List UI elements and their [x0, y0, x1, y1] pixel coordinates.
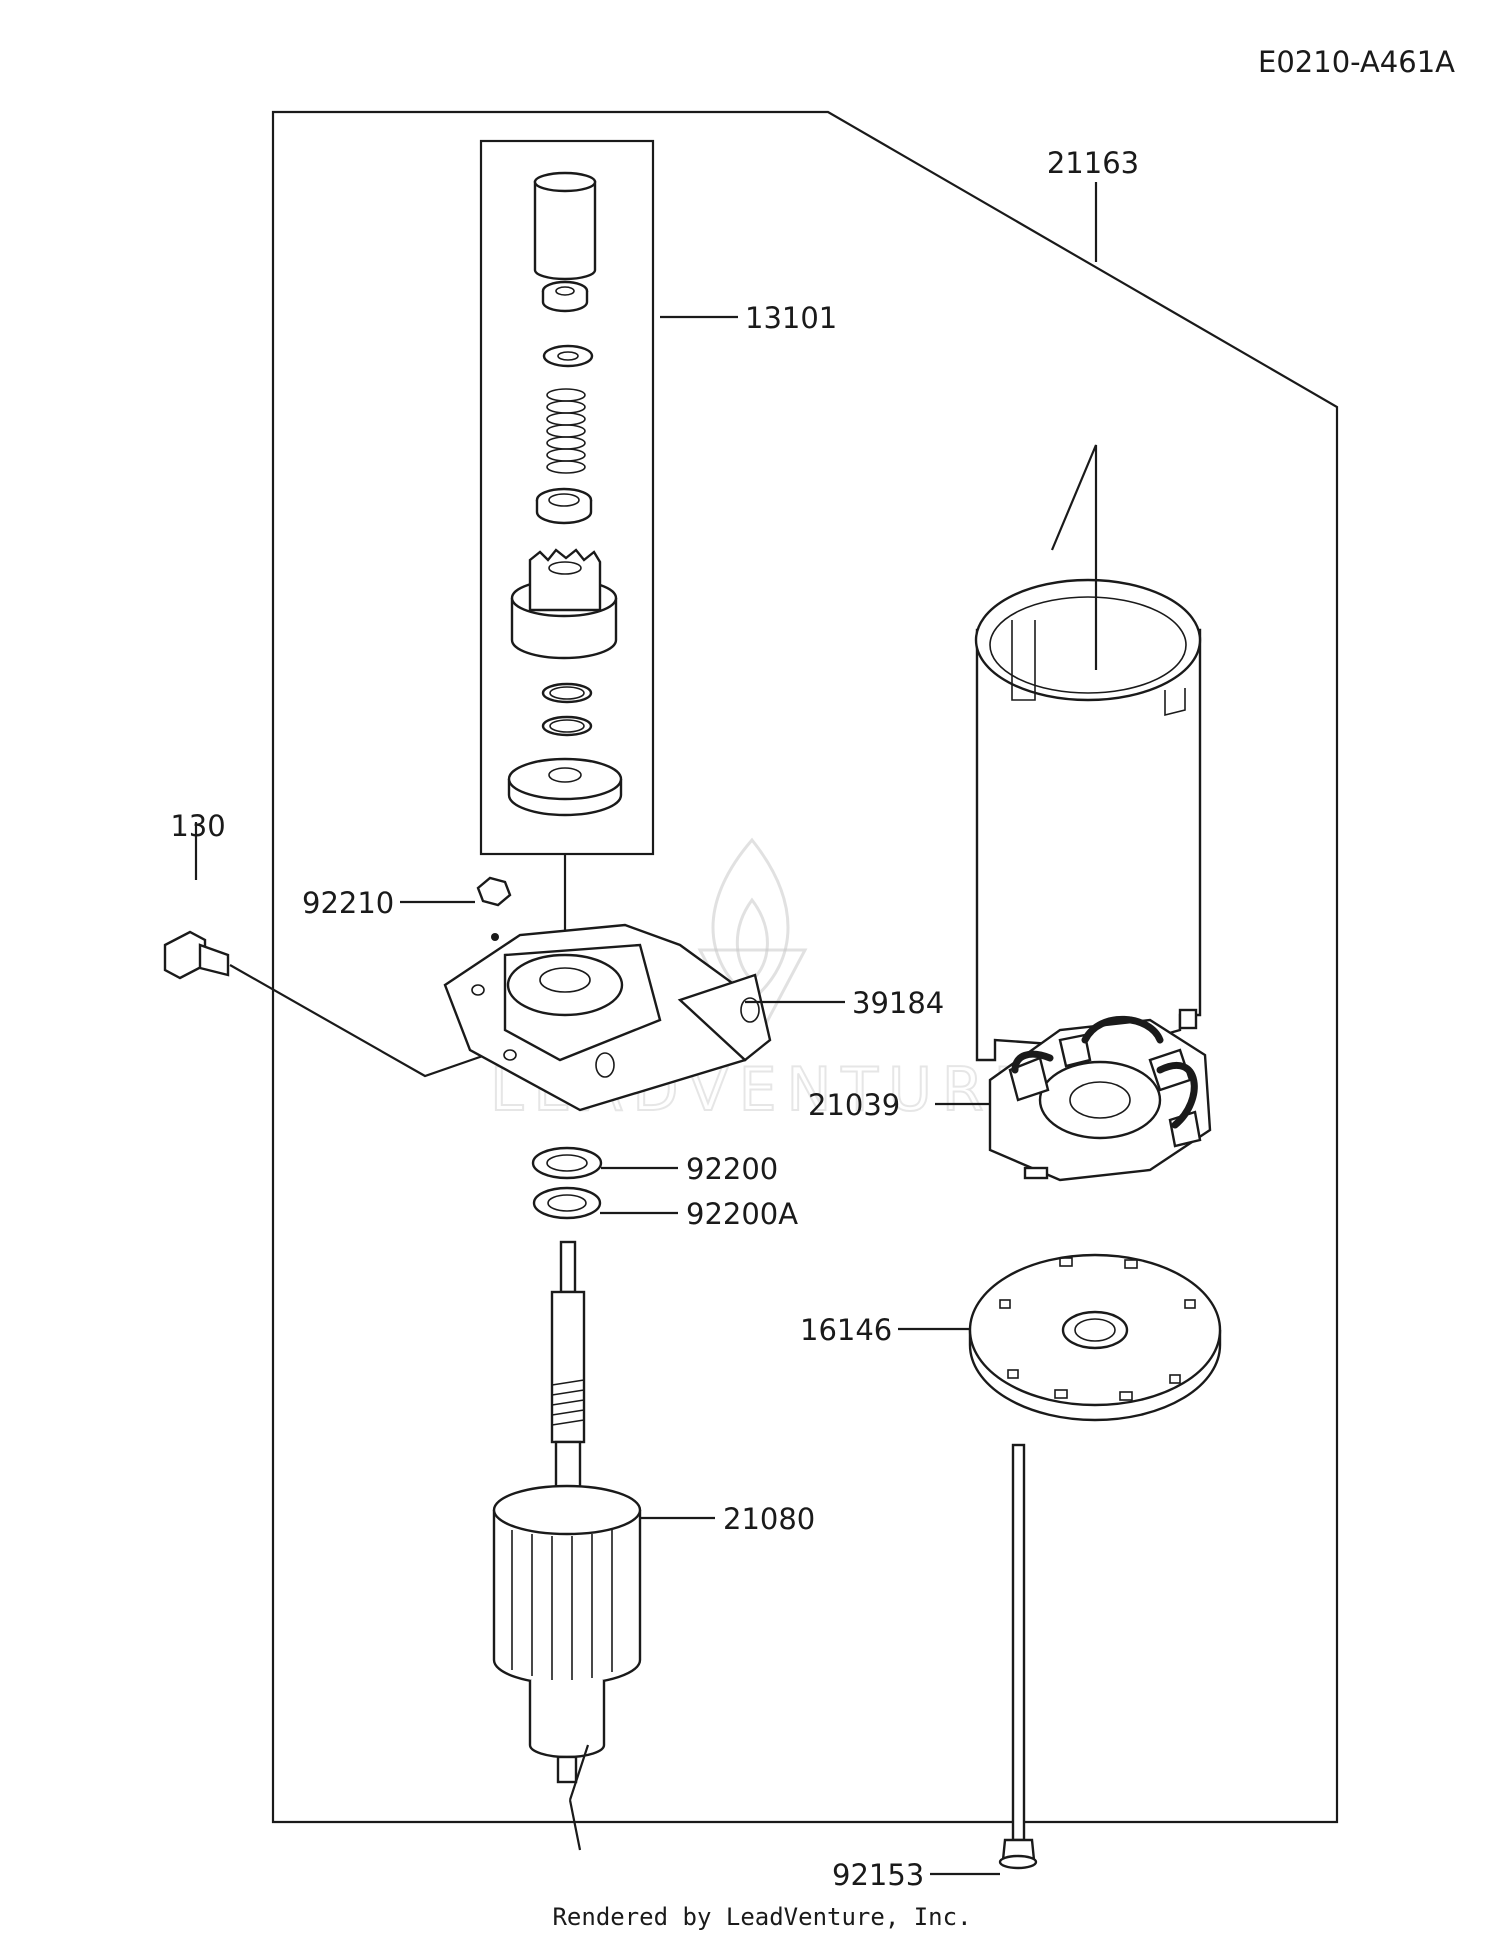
bracket-39184 [443, 923, 772, 1112]
part-label-92153: 92153 [832, 1858, 924, 1892]
bolt-130-axis [229, 964, 501, 1078]
part-label-13101: 13101 [745, 301, 837, 335]
part-label-39184: 39184 [852, 986, 944, 1020]
assembly-frame [271, 110, 1339, 1824]
part-label-92200a: 92200A [686, 1197, 798, 1231]
footer-credit: Rendered by LeadVenture, Inc. [552, 1903, 971, 1931]
part-label-21163: 21163 [1047, 146, 1139, 180]
yoke-21163 [974, 578, 1202, 1070]
part-label-130: 130 [170, 809, 225, 843]
armature-axis [568, 1744, 590, 1851]
nut-92210 [476, 876, 512, 941]
through-bolt-92153 [998, 1443, 1038, 1870]
kit-box [479, 139, 655, 856]
kit-parts [507, 171, 623, 817]
yoke-axis-line [1050, 444, 1098, 670]
part-label-21080: 21080 [723, 1502, 815, 1536]
armature-21080 [492, 1240, 642, 1784]
part-label-16146: 16146 [800, 1313, 892, 1347]
part-label-21039: 21039 [808, 1088, 900, 1122]
brush-holder-21039 [988, 1008, 1212, 1182]
washer-92200 [531, 1146, 603, 1180]
part-label-92210: 92210 [302, 886, 394, 920]
washer-92200a [532, 1186, 602, 1220]
part-label-92200: 92200 [686, 1152, 778, 1186]
plate-16146 [968, 1253, 1222, 1422]
bolt-130 [163, 930, 230, 980]
leader-lines [400, 182, 1098, 1876]
diagram-code: E0210-A461A [1258, 45, 1455, 79]
